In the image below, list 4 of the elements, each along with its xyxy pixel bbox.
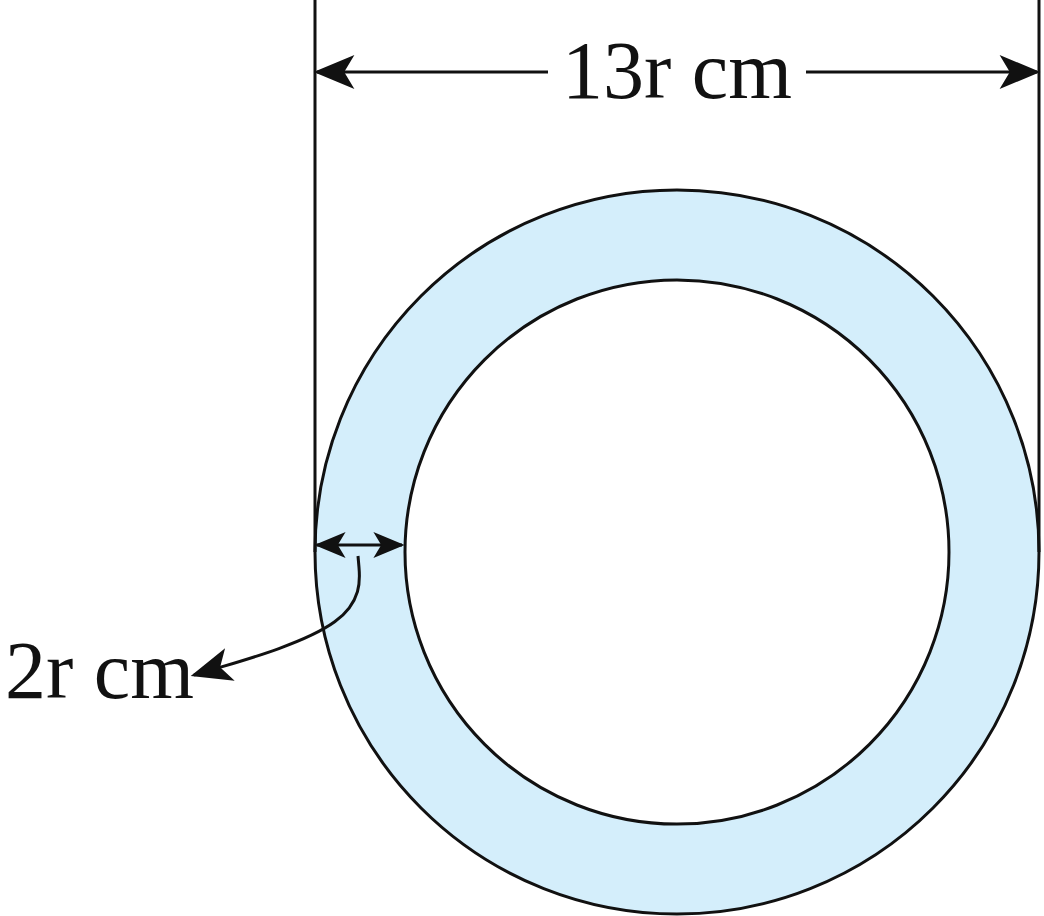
leader-line [190,555,361,681]
dimension-label: 2r cm [5,630,194,712]
ring-drawing [313,189,1041,915]
dimension-label: 13r cm [562,30,792,112]
